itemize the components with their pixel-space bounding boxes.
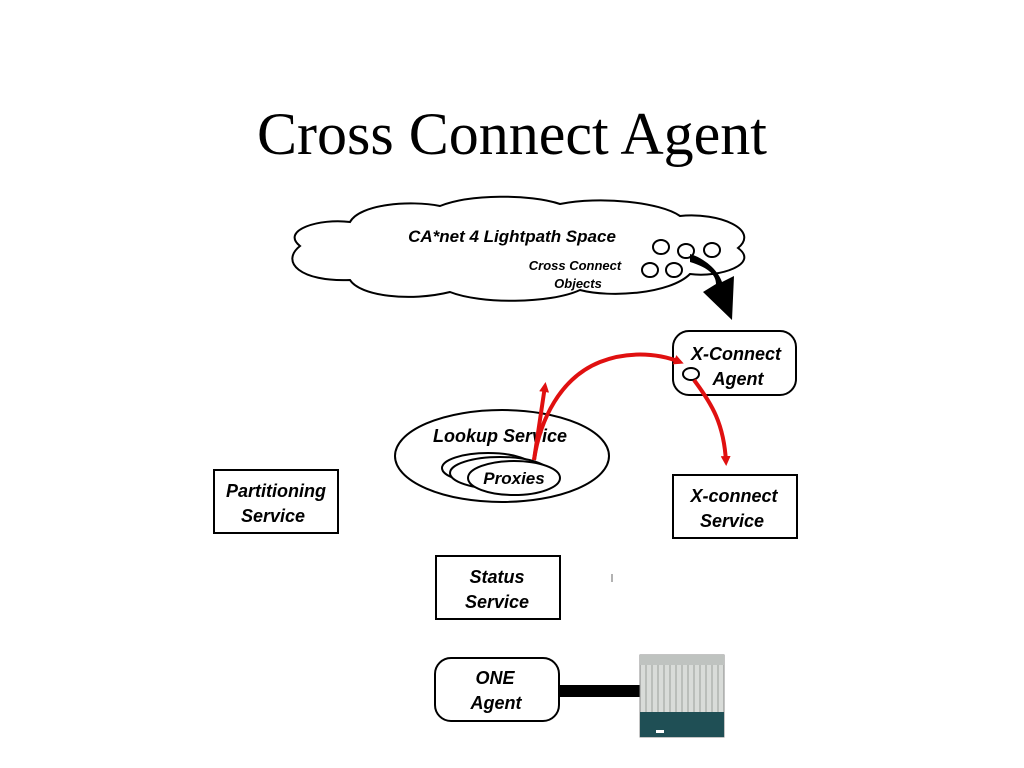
cloud-subtitle-line1: Cross Connect xyxy=(529,258,622,273)
partitioning-service-line1: Partitioning xyxy=(226,481,326,501)
slide-title: Cross Connect Agent xyxy=(257,101,767,167)
red-arrow-from-proxies xyxy=(532,382,550,461)
one-agent-node: ONE Agent xyxy=(434,657,560,722)
object-circle xyxy=(665,262,683,278)
xconnect-agent-line2: Agent xyxy=(712,369,765,389)
xconnect-agent-node: X-Connect Agent xyxy=(672,330,797,396)
partitioning-service-node: Partitioning Service xyxy=(213,469,339,534)
xconnect-service-line1: X-connect xyxy=(689,486,778,506)
object-circle xyxy=(652,239,670,255)
lookup-service-node: Lookup Service Proxies xyxy=(394,409,610,503)
object-circle xyxy=(641,262,659,278)
partitioning-service-line2: Service xyxy=(241,506,305,526)
status-service-line2: Service xyxy=(465,592,529,612)
xconnect-service-box xyxy=(672,474,798,539)
object-circle xyxy=(703,242,721,258)
cross-connect-objects xyxy=(641,239,721,278)
status-service-line1: Status xyxy=(469,567,524,587)
status-service-node: Status Service xyxy=(435,555,561,620)
lightpath-cloud: CA*net 4 Lightpath Space Cross Connect O… xyxy=(291,195,746,302)
one-agent-line1: ONE xyxy=(475,668,515,688)
optical-switch-hardware-icon xyxy=(639,654,725,738)
one-agent-line2: Agent xyxy=(470,693,523,713)
one-agent-connector xyxy=(559,685,641,697)
status-service-box xyxy=(435,555,561,620)
cloud-shape xyxy=(291,195,746,302)
black-arrow xyxy=(690,254,734,320)
proxies-ellipse xyxy=(467,460,561,496)
red-arrow-to-agent xyxy=(532,352,684,461)
agent-object-circle xyxy=(682,367,700,381)
cloud-subtitle-line2: Objects xyxy=(554,276,602,291)
proxies-label: Proxies xyxy=(483,469,544,488)
xconnect-agent-line1: X-Connect xyxy=(690,344,782,364)
cloud-title: CA*net 4 Lightpath Space xyxy=(408,227,616,246)
xconnect-service-node: X-connect Service xyxy=(672,474,798,539)
xconnect-service-line2: Service xyxy=(700,511,764,531)
lookup-service-label: Lookup Service xyxy=(433,426,567,446)
partitioning-service-box xyxy=(213,469,339,534)
red-arrow-to-xconnect-service xyxy=(692,378,731,466)
